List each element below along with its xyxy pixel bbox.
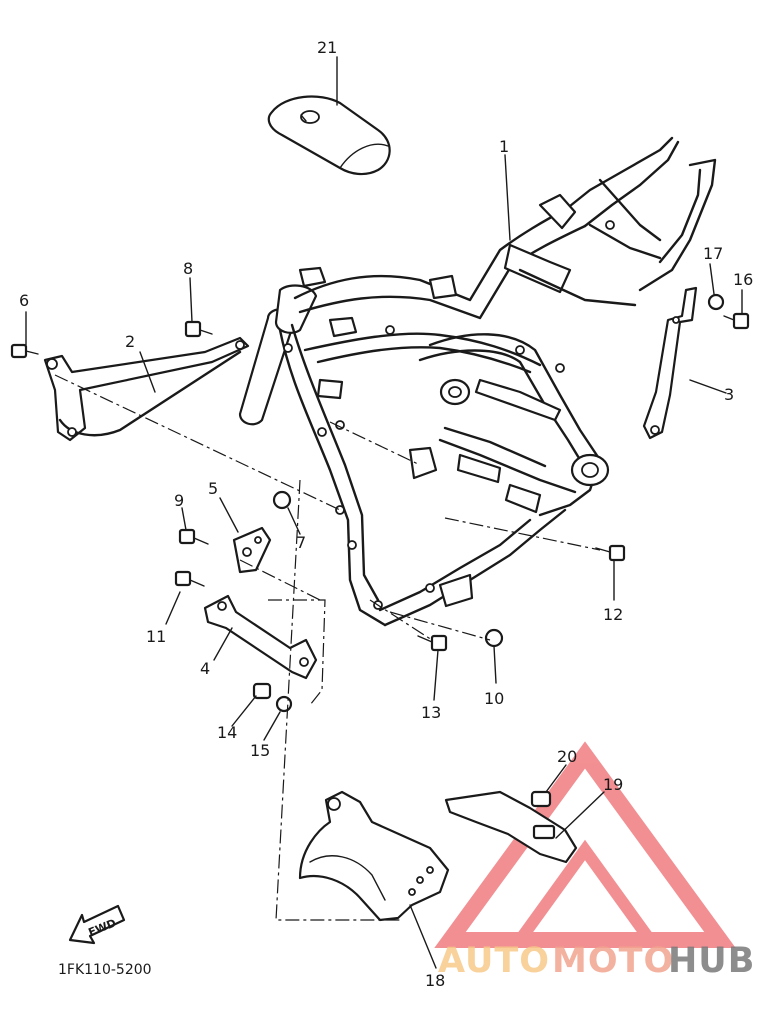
fastener-16 (723, 312, 750, 330)
part-4-stay (203, 594, 318, 680)
callout-17: 17 (703, 244, 723, 263)
part-1-frame (238, 136, 717, 627)
alignment-lines (54, 374, 601, 921)
callout-2: 2 (125, 332, 135, 351)
fastener-12 (595, 544, 626, 562)
callout-9: 9 (174, 491, 184, 510)
watermark-text: AUTO MOTO HUB (438, 941, 755, 981)
part-19-plate (444, 790, 578, 864)
fastener-17 (707, 293, 725, 311)
callout-1: 1 (499, 137, 509, 156)
part-18-cover (298, 790, 450, 922)
watermark-moto: MOTO (552, 941, 674, 981)
callout-18: 18 (425, 971, 445, 990)
callout-4: 4 (200, 659, 210, 678)
callout-8: 8 (183, 259, 193, 278)
fastener-9 (178, 528, 209, 545)
fastener-8 (184, 320, 213, 338)
part-20-clip (530, 790, 552, 808)
callout-16: 16 (733, 270, 753, 289)
callout-15: 15 (250, 741, 270, 760)
part-21-cover (267, 95, 391, 176)
fastener-11 (174, 570, 205, 587)
callout-6: 6 (19, 291, 29, 310)
callout-21: 21 (317, 38, 337, 57)
callout-10: 10 (484, 689, 504, 708)
callout-7: 7 (296, 533, 306, 552)
fastener-13 (417, 634, 448, 652)
callout-19: 19 (603, 775, 623, 794)
callout-5: 5 (208, 479, 218, 498)
callout-13: 13 (421, 703, 441, 722)
fastener-6 (10, 343, 39, 359)
callout-11: 11 (146, 627, 166, 646)
watermark-auto: AUTO (438, 941, 550, 981)
watermark-hub: HUB (668, 941, 755, 981)
fastener-7 (272, 490, 292, 510)
part-2-bracket (43, 336, 250, 442)
callout-numbers: 21 1 6 8 2 17 16 3 5 9 7 12 11 4 10 13 1… (19, 38, 753, 990)
fwd-arrow-icon: FWD (68, 904, 126, 945)
part-3-bracket (642, 286, 698, 440)
part-code: 1FK110-5200 (58, 962, 152, 978)
watermark-logo (434, 741, 736, 948)
callout-12: 12 (603, 605, 623, 624)
fastener-15 (275, 695, 293, 713)
fastener-10 (484, 628, 504, 648)
callout-3: 3 (724, 385, 734, 404)
leader-lines (25, 56, 743, 969)
callout-20: 20 (557, 747, 577, 766)
callout-14: 14 (217, 723, 237, 742)
fastener-14 (252, 682, 272, 700)
